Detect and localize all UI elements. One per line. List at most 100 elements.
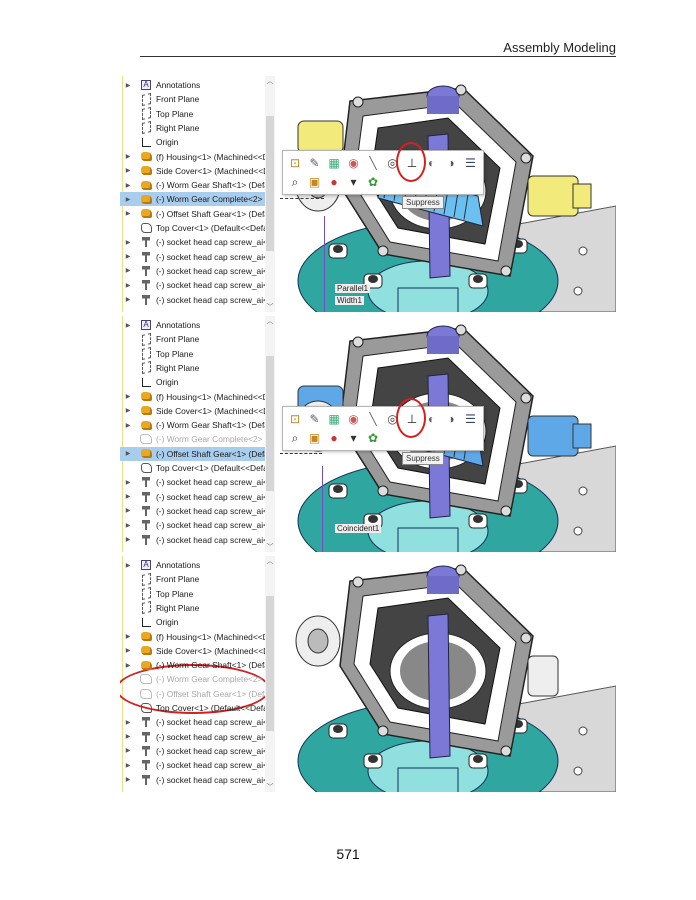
tree-item[interactable]: Top Plane (120, 107, 265, 121)
tree-item[interactable]: ▶ (-) socket head cap screw_ai<4> (120, 758, 265, 772)
expand-arrow-icon[interactable]: ▶ (125, 734, 131, 741)
tree-item[interactable]: ▶ (-) Offset Shaft Gear<1> (Defaul (120, 207, 265, 221)
expand-arrow-icon[interactable]: ▶ (125, 182, 131, 189)
configure-icon[interactable]: ▦ (328, 412, 340, 426)
tree-item[interactable]: (-) Worm Gear Complete<2> (D (120, 432, 265, 446)
expand-arrow-icon[interactable]: ▶ (125, 322, 131, 329)
tree-item[interactable]: (-) Offset Shaft Gear<1> (Defaul (120, 687, 265, 701)
tree-item[interactable]: ▶ A Annotations (120, 318, 265, 332)
scroll-down-icon[interactable]: ﹀ (266, 304, 274, 311)
view-icon[interactable]: ▣ (308, 175, 321, 189)
tree-item[interactable]: ▶ (f) Housing<1> (Machined<<De (120, 390, 265, 404)
expand-arrow-icon[interactable]: ▶ (125, 196, 131, 203)
tree-item[interactable]: Top Plane (120, 347, 265, 361)
transparency-icon[interactable]: ◐ (427, 156, 436, 170)
expand-arrow-icon[interactable]: ▶ (125, 494, 131, 501)
open-part-icon[interactable]: ⊡ (289, 412, 301, 426)
properties-icon[interactable]: ☰ (465, 412, 476, 426)
tree-item[interactable]: ▶ (-) socket head cap screw_ai<5> (120, 533, 265, 547)
tree-item[interactable]: ▶ (-) socket head cap screw_ai<1> (120, 235, 265, 249)
expand-arrow-icon[interactable]: ▶ (125, 719, 131, 726)
expand-arrow-icon[interactable]: ▶ (125, 634, 131, 640)
configure-icon[interactable]: ▦ (328, 156, 340, 170)
tree-item[interactable]: ▶ (-) socket head cap screw_ai<5> (120, 293, 265, 307)
expand-arrow-icon[interactable]: ▶ (125, 508, 131, 515)
tree-item[interactable]: ▶ (-) socket head cap screw_ai<3> (120, 504, 265, 518)
zoom-to-selection-icon[interactable]: ⌕ (291, 174, 299, 189)
tree-item[interactable]: ▶ (-) socket head cap screw_ai<3> (120, 264, 265, 278)
tree-item[interactable]: ▶ (f) Housing<1> (Machined<<Default>> (120, 150, 265, 164)
open-part-icon[interactable]: ⊡ (289, 156, 301, 170)
properties-icon[interactable]: ☰ (465, 156, 476, 170)
tree-item[interactable]: ▶ (-) Worm Gear Shaft<1> (Defaul (120, 418, 265, 432)
tree-item[interactable]: ▶ (-) socket head cap screw_ai<2> (120, 250, 265, 264)
feature-tree[interactable]: ▶ A Annotations Front Plane Top Plane Ri… (120, 556, 279, 792)
scroll-up-icon[interactable]: ︿ (266, 78, 274, 85)
expand-arrow-icon[interactable]: ▶ (125, 254, 131, 261)
scroll-down-icon[interactable]: ﹀ (266, 544, 274, 551)
line-icon[interactable]: ╲ (369, 412, 377, 426)
appearance-icon[interactable]: ◉ (348, 412, 359, 426)
expand-arrow-icon[interactable]: ▶ (125, 154, 131, 160)
expand-arrow-icon[interactable]: ▶ (125, 748, 131, 755)
expand-arrow-icon[interactable]: ▶ (125, 82, 131, 89)
scroll-thumb[interactable] (266, 116, 274, 251)
tree-item[interactable]: (-) Worm Gear Complete<2> (D (120, 672, 265, 686)
line-icon[interactable]: ╲ (369, 156, 377, 170)
expand-arrow-icon[interactable]: ▶ (125, 168, 131, 175)
expand-arrow-icon[interactable]: ▶ (125, 479, 131, 486)
tree-item[interactable]: ▶ (-) Offset Shaft Gear<1> (Defaul (120, 446, 265, 461)
expand-arrow-icon[interactable]: ▶ (125, 762, 131, 769)
edit-icon[interactable]: ✎ (309, 156, 320, 170)
scroll-thumb[interactable] (266, 356, 274, 491)
expand-arrow-icon[interactable]: ▶ (125, 451, 131, 458)
expand-arrow-icon[interactable]: ▶ (125, 297, 131, 303)
tree-item[interactable]: ▶ Side Cover<1> (Machined<<De (120, 404, 265, 418)
tree-item[interactable]: ▶ (-) Worm Gear Shaft<1> (Default (120, 178, 265, 192)
tree-item[interactable]: ▶ Side Cover<1> (Machined<<Default>> (120, 164, 265, 178)
tree-item[interactable]: Top Plane (120, 587, 265, 601)
tree-item[interactable]: ▶ (-) socket head cap screw_ai<2> (120, 490, 265, 504)
expand-arrow-icon[interactable]: ▶ (125, 777, 131, 783)
isolate-icon[interactable]: ◑ (447, 412, 455, 426)
dropdown-icon[interactable]: ▾ (350, 431, 357, 445)
tree-item[interactable]: Origin (120, 135, 265, 149)
tree-item[interactable]: ▶ (-) socket head cap screw_ai<4> (120, 278, 265, 292)
expand-arrow-icon[interactable]: ▶ (125, 394, 131, 400)
tree-item[interactable]: ▶ (-) Worm Gear Shaft<1> (Defaul (120, 658, 265, 672)
expand-arrow-icon[interactable]: ▶ (125, 268, 131, 275)
expand-arrow-icon[interactable]: ▶ (125, 648, 131, 655)
expand-arrow-icon[interactable]: ▶ (125, 422, 131, 429)
color-palette-icon[interactable]: ✿ (367, 175, 379, 189)
tree-item[interactable]: ▶ (-) socket head cap screw_ai<2> (120, 730, 265, 744)
tree-item[interactable]: Origin (120, 615, 265, 629)
edit-icon[interactable]: ✎ (309, 412, 320, 426)
tree-item[interactable]: Top Cover<1> (Default<<Defau (120, 461, 265, 475)
scroll-down-icon[interactable]: ﹀ (266, 784, 274, 791)
scroll-up-icon[interactable]: ︿ (266, 558, 274, 565)
tree-item[interactable]: Right Plane (120, 601, 265, 615)
scroll-up-icon[interactable]: ︿ (266, 318, 274, 325)
tree-item[interactable]: ▶ (-) socket head cap screw_ai<5> (120, 773, 265, 787)
tree-item[interactable]: Right Plane (120, 121, 265, 135)
tree-item[interactable]: ▶ (-) Worm Gear Complete<2> (D (120, 192, 265, 207)
hide-show-icon[interactable]: ◎ (387, 156, 398, 170)
tree-scrollbar[interactable]: ︿﹀ (265, 556, 275, 792)
hide-show-icon[interactable]: ◎ (387, 412, 398, 426)
tree-item[interactable]: Top Cover<1> (Default<<Defau (120, 221, 265, 235)
tree-item[interactable]: ▶ Side Cover<1> (Machined<<De (120, 644, 265, 658)
tree-item[interactable]: Right Plane (120, 361, 265, 375)
tree-item[interactable]: Top Cover<1> (Default<<Defau (120, 701, 265, 715)
tree-item[interactable]: Front Plane (120, 572, 265, 586)
tree-item[interactable]: ▶ (-) socket head cap screw_ai<1> (120, 475, 265, 489)
expand-arrow-icon[interactable]: ▶ (125, 211, 131, 218)
color-palette-icon[interactable]: ✿ (367, 431, 379, 445)
graphics-area[interactable] (278, 556, 616, 792)
tree-scrollbar[interactable]: ︿﹀ (265, 316, 275, 552)
tree-item[interactable]: Front Plane (120, 92, 265, 106)
tree-item[interactable]: ▶ (f) Housing<1> (Machined<<De (120, 630, 265, 644)
expand-arrow-icon[interactable]: ▶ (125, 537, 131, 543)
expand-arrow-icon[interactable]: ▶ (125, 408, 131, 415)
feature-tree[interactable]: ▶ A Annotations Front Plane Top Plane Ri… (120, 76, 279, 312)
expand-arrow-icon[interactable]: ▶ (125, 562, 131, 569)
